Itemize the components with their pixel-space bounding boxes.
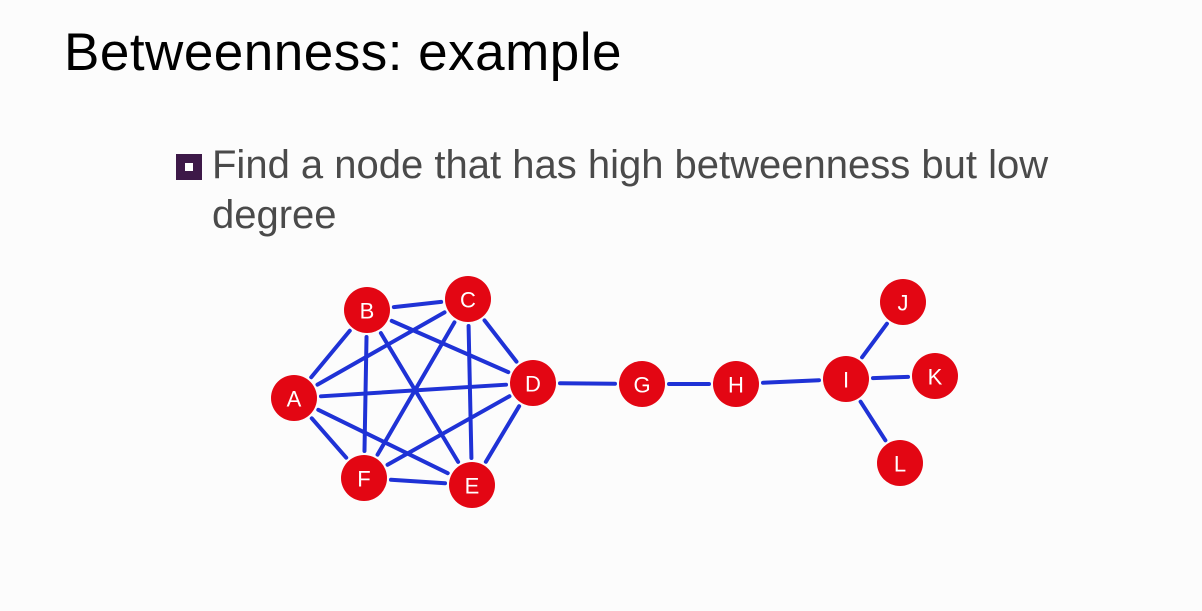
node-label: D bbox=[525, 372, 541, 397]
graph-edges bbox=[309, 299, 911, 486]
node-circle bbox=[877, 440, 923, 486]
node-circle bbox=[713, 361, 759, 407]
node-label: G bbox=[633, 373, 650, 398]
node-label: J bbox=[898, 291, 909, 316]
node-label: L bbox=[894, 452, 906, 477]
square-bullet-icon bbox=[176, 154, 202, 180]
edge-c-e bbox=[466, 323, 474, 461]
node-label: K bbox=[928, 365, 943, 390]
edge-a-f bbox=[309, 416, 349, 460]
node-circle bbox=[510, 360, 556, 406]
edge-b-f bbox=[362, 334, 369, 454]
node-label: A bbox=[287, 387, 302, 412]
node-label: F bbox=[357, 467, 370, 492]
node-circle bbox=[271, 375, 317, 421]
node-label: E bbox=[465, 474, 480, 499]
edge-a-c bbox=[315, 310, 447, 387]
edge-d-g bbox=[557, 381, 618, 386]
node-circle bbox=[449, 462, 495, 508]
graph-nodes: A B C D E F G H I J K L bbox=[271, 276, 958, 508]
node-l: L bbox=[877, 440, 923, 486]
edge-i-k bbox=[870, 374, 911, 381]
node-circle bbox=[341, 455, 387, 501]
node-a: A bbox=[271, 375, 317, 421]
edge-d-f bbox=[385, 394, 512, 467]
node-circle bbox=[880, 279, 926, 325]
node-circle bbox=[619, 361, 665, 407]
node-circle bbox=[912, 353, 958, 399]
node-i: I bbox=[823, 356, 869, 402]
node-f: F bbox=[341, 455, 387, 501]
edge-c-f bbox=[375, 320, 457, 457]
edge-e-f bbox=[388, 477, 448, 486]
node-label: H bbox=[728, 373, 744, 398]
edge-b-c bbox=[391, 299, 444, 310]
edge-b-d bbox=[389, 318, 511, 375]
edge-c-d bbox=[482, 318, 519, 364]
node-k: K bbox=[912, 353, 958, 399]
node-e: E bbox=[449, 462, 495, 508]
edge-i-j bbox=[860, 321, 889, 360]
node-b: B bbox=[344, 287, 390, 333]
node-circle bbox=[445, 276, 491, 322]
edge-a-b bbox=[309, 328, 352, 380]
node-circle bbox=[344, 287, 390, 333]
node-h: H bbox=[713, 361, 759, 407]
edge-b-e bbox=[378, 331, 461, 464]
node-j: J bbox=[880, 279, 926, 325]
node-circle bbox=[823, 356, 869, 402]
slide-title: Betweenness: example bbox=[64, 23, 622, 82]
bullet-text: Find a node that has high betweenness bu… bbox=[212, 143, 1049, 237]
node-d: D bbox=[510, 360, 556, 406]
node-label: I bbox=[843, 368, 849, 393]
node-c: C bbox=[445, 276, 491, 322]
node-g: G bbox=[619, 361, 665, 407]
edge-d-e bbox=[483, 404, 522, 464]
node-label: B bbox=[360, 299, 375, 324]
edge-h-i bbox=[760, 378, 822, 385]
edge-i-l bbox=[858, 399, 888, 443]
node-label: C bbox=[460, 288, 476, 313]
